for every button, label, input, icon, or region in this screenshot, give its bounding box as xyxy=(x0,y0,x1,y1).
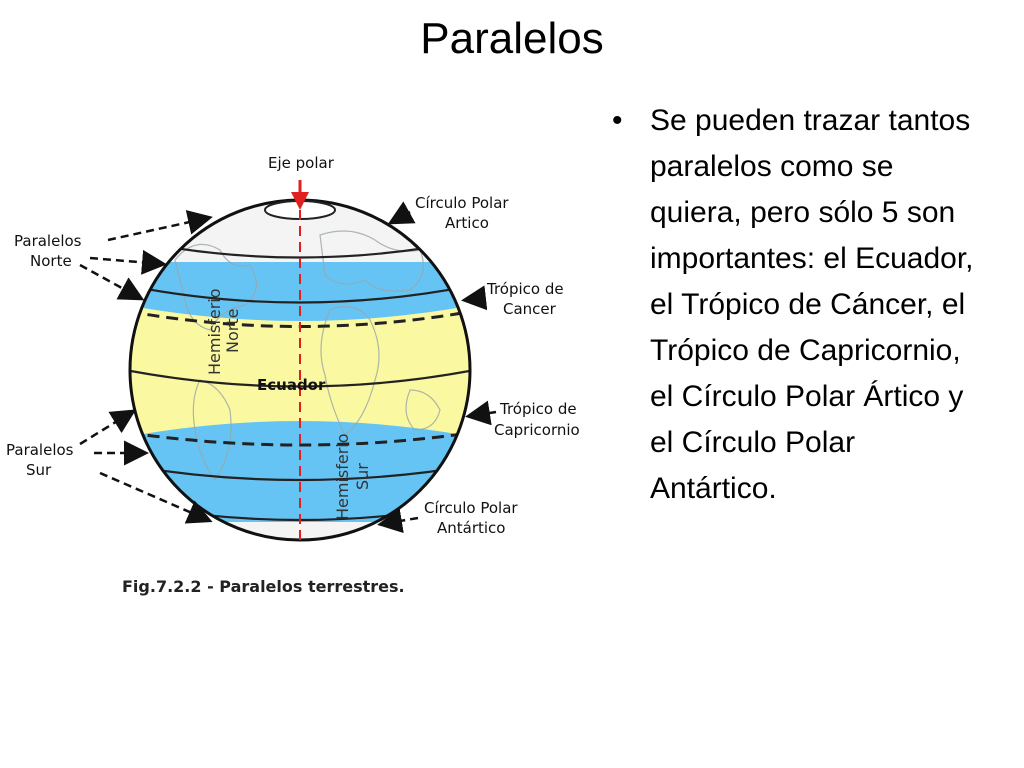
hemisferio-norte-label: Hemisferio xyxy=(205,288,224,375)
ecuador-label: Ecuador xyxy=(257,376,326,394)
circulo-polar-antartico-label-2: Antártico xyxy=(437,519,505,537)
continent-outlines xyxy=(174,230,441,482)
figure-caption: Fig.7.2.2 - Paralelos terrestres. xyxy=(122,577,405,596)
paralelos-sur-arrows xyxy=(79,409,213,524)
globe-diagram: Eje polar Círculo Polar Artico Paralelos… xyxy=(6,154,580,596)
paralelos-norte-label: Paralelos xyxy=(14,232,82,250)
hemisferio-sur-label: Hemisferio xyxy=(333,433,352,520)
tropico-cancer-label: Trópico de xyxy=(486,280,564,298)
bullet-marker: • xyxy=(612,104,623,137)
parallels-figure: Eje polar Círculo Polar Artico Paralelos… xyxy=(0,140,610,610)
eje-polar-label: Eje polar xyxy=(268,154,335,172)
circulo-polar-artico-label: Círculo Polar xyxy=(415,194,509,212)
slide-title: Paralelos xyxy=(420,14,604,63)
circulo-polar-antartico-label: Círculo Polar xyxy=(424,499,518,517)
hemisferio-sur-label-2: Sur xyxy=(353,463,372,490)
tropico-cancer-label-2: Cancer xyxy=(503,300,557,318)
tropico-capricornio-label-2: Capricornio xyxy=(494,421,580,439)
antarctic-cap xyxy=(130,522,470,540)
paralelos-sur-label: Paralelos xyxy=(6,441,74,459)
paralelos-sur-label-2: Sur xyxy=(26,461,52,479)
circulo-polar-artico-label-2: Artico xyxy=(445,214,489,232)
tropico-capricornio-label: Trópico de xyxy=(499,400,577,418)
polar-axis-arrowhead xyxy=(291,192,309,210)
paralelos-norte-label-2: Norte xyxy=(30,252,72,270)
hemisferio-norte-label-2: Norte xyxy=(223,309,242,353)
bullet-text: Se pueden trazar tantos paralelos como s… xyxy=(650,104,974,505)
paralelos-norte-arrows xyxy=(79,210,213,301)
